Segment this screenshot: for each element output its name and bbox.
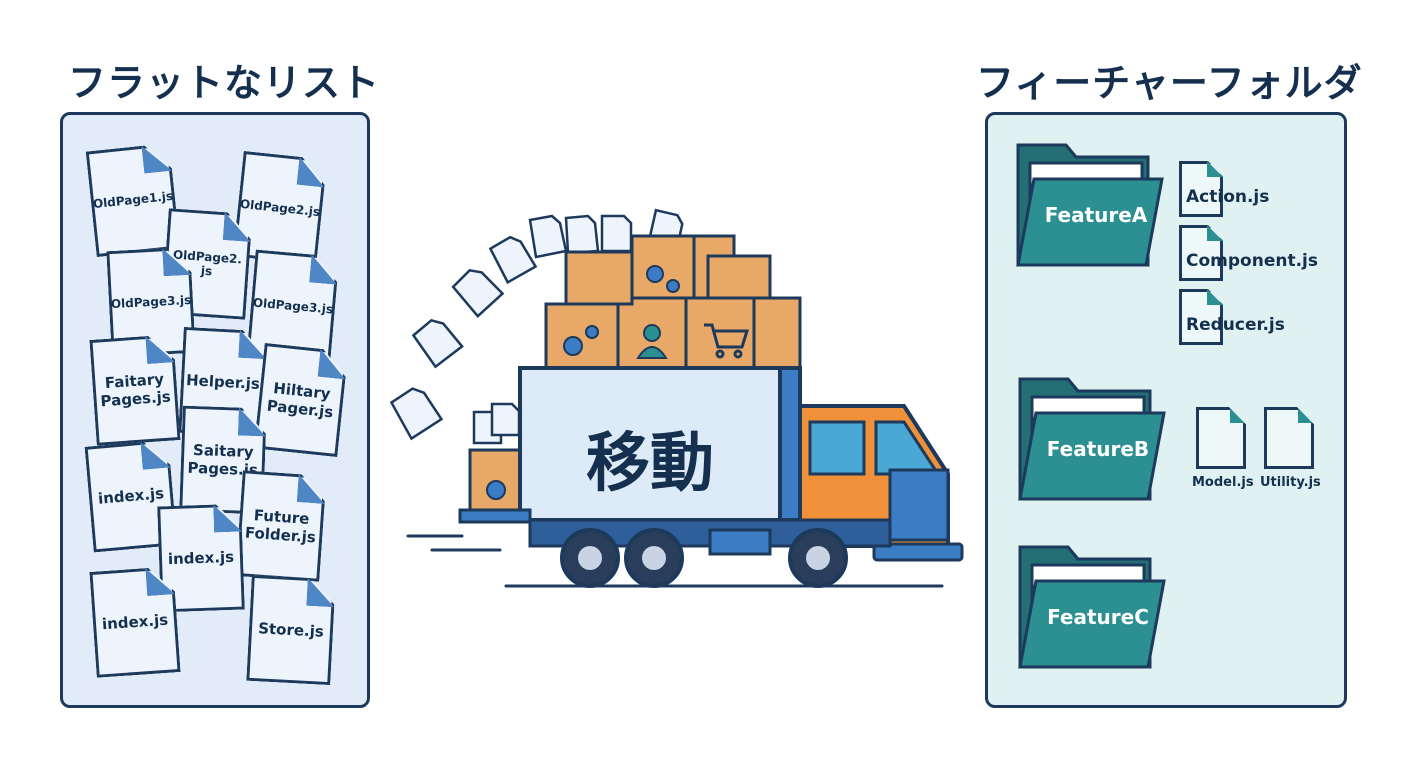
file-label: OldPage3.js: [110, 292, 192, 311]
speed-lines: [406, 534, 944, 588]
file-icon: Hiltary Pager.js: [254, 343, 349, 457]
flat-list-panel: OldPage1.js OldPage2.js OldPage2. js Old…: [60, 112, 370, 708]
file-label: Reducer.js: [1186, 315, 1285, 335]
file-icon: OldPage1.js: [86, 143, 181, 257]
file-label: index.js: [101, 610, 169, 634]
file-icon: [1196, 407, 1246, 469]
flying-files: [389, 208, 684, 445]
file-label: OldPage2.js: [239, 196, 321, 219]
file-label: Helper.js: [185, 371, 261, 393]
feature-folder-b: FeatureB: [1018, 377, 1168, 501]
file-label: Store.js: [257, 619, 325, 641]
file-label: index.js: [97, 484, 165, 508]
cargo-box: [518, 366, 782, 522]
file-label: Future Folder.js: [244, 506, 317, 547]
file-label: Action.js: [1186, 187, 1270, 207]
folder-icon: [1018, 377, 1166, 501]
folder-icon: [1018, 545, 1166, 669]
truck-wheels: [560, 528, 848, 588]
moving-truck-illustration: 移動: [389, 200, 970, 600]
folder-icon: [1016, 143, 1164, 267]
feature-folders-panel: FeatureA Action.js Component.js Reducer.…: [985, 112, 1347, 708]
file-label: Component.js: [1186, 251, 1318, 271]
gear-icon: [486, 265, 680, 500]
feature-folders-title: フィーチャーフォルダ: [976, 61, 1363, 105]
move-label: 移動: [586, 427, 714, 501]
file-label: OldPage3.js: [252, 295, 334, 317]
truck-window: [808, 420, 866, 476]
folder-label: FeatureA: [1044, 203, 1148, 227]
feature-folder-a: FeatureA: [1016, 143, 1166, 267]
file-label: Hiltary Pager.js: [265, 379, 335, 422]
file-label: Utility.js: [1260, 475, 1321, 490]
truck-svg: [389, 208, 964, 588]
folder-label: FeatureB: [1046, 437, 1150, 461]
file-icon: [1179, 289, 1223, 345]
file-icon: Store.js: [246, 575, 335, 685]
file-icon: [1179, 161, 1223, 217]
file-icon: Future Folder.js: [235, 470, 326, 582]
cart-icon: [704, 323, 750, 359]
file-label: Model.js: [1192, 475, 1254, 490]
folder-label: FeatureC: [1047, 605, 1149, 629]
feature-folder-c: FeatureC: [1018, 545, 1168, 669]
person-icon: [636, 324, 668, 359]
file-label: OldPage1.js: [92, 188, 174, 211]
flat-list-title: フラットなリスト: [68, 61, 381, 105]
file-label: index.js: [167, 547, 235, 569]
file-icon: OldPage3.js: [247, 250, 340, 363]
file-label: Faitary Pages.js: [99, 369, 172, 411]
file-icon: [1264, 407, 1314, 469]
